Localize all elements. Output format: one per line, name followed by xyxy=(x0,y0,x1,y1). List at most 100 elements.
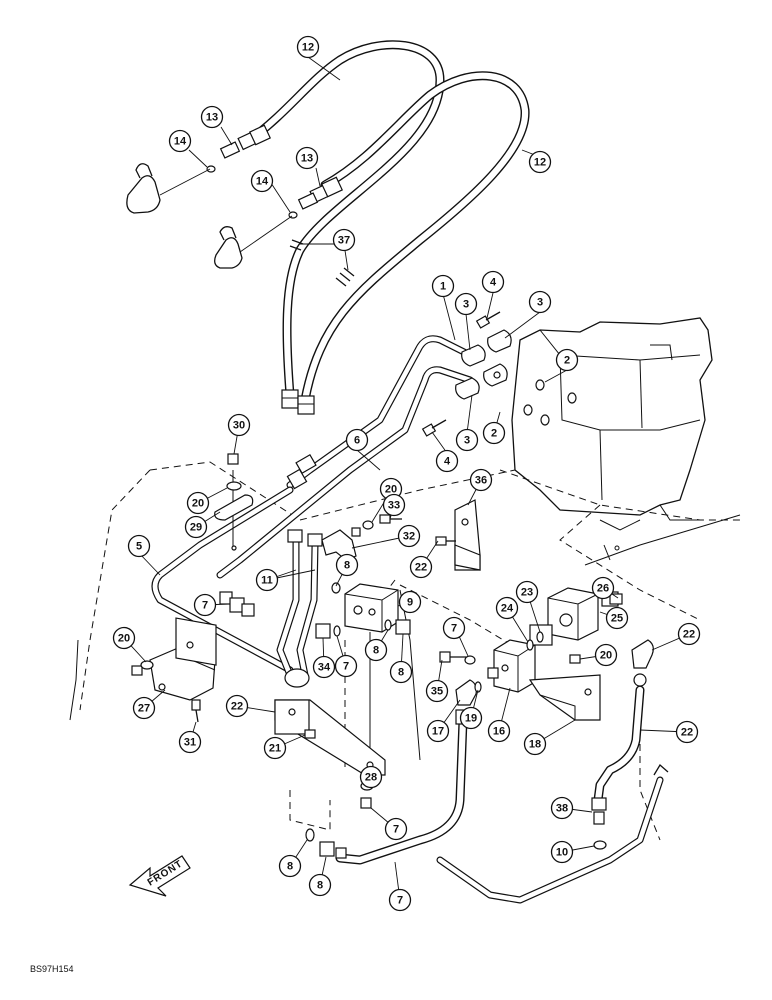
callout-32: 32 xyxy=(397,524,421,548)
callout-label: 29 xyxy=(190,522,202,534)
tube-5 xyxy=(151,486,294,674)
callout-label: 37 xyxy=(338,235,350,247)
callout-label: 2 xyxy=(491,428,497,440)
callout-circle xyxy=(225,694,249,718)
callout-label: 20 xyxy=(600,650,612,662)
callout-circle xyxy=(263,736,287,760)
callout-label: 20 xyxy=(385,484,397,496)
callout-circle xyxy=(523,732,547,756)
callout-circle xyxy=(312,655,336,679)
hose-15 xyxy=(335,709,471,865)
callout-37: 37 xyxy=(332,228,356,252)
callout-13: 13 xyxy=(295,146,319,170)
callout-circle xyxy=(112,626,136,650)
callout-label: 18 xyxy=(529,739,541,751)
callout-circle xyxy=(389,660,413,684)
callout-circle xyxy=(487,719,511,743)
bottom-fittings xyxy=(305,828,607,859)
small-bolts xyxy=(131,514,623,809)
callout-33: 33 xyxy=(382,493,406,517)
callout-label: 34 xyxy=(318,662,331,674)
callout-7: 7 xyxy=(442,616,466,640)
flange-3 xyxy=(455,329,512,400)
callout-36: 36 xyxy=(469,468,493,492)
callout-8: 8 xyxy=(364,638,388,662)
callout-3: 3 xyxy=(454,292,478,316)
callout-22: 22 xyxy=(225,694,249,718)
tube-11 xyxy=(276,536,319,679)
fitting-13-upper xyxy=(219,124,344,210)
callout-23: 23 xyxy=(515,580,539,604)
callout-circle xyxy=(469,468,493,492)
callout-label: 4 xyxy=(490,277,497,289)
callout-circle xyxy=(495,596,519,620)
machine-frame-outline xyxy=(69,461,741,841)
callout-8: 8 xyxy=(389,660,413,684)
callout-circle xyxy=(278,854,302,878)
callout-circle xyxy=(255,568,279,592)
callout-label: 7 xyxy=(451,623,457,635)
callout-circle xyxy=(675,720,699,744)
front-direction-arrow: FRONT xyxy=(128,855,191,897)
callout-label: 7 xyxy=(343,661,349,673)
callout-label: 22 xyxy=(231,701,243,713)
callout-14: 14 xyxy=(168,129,192,153)
callout-circle xyxy=(308,873,332,897)
callout-label: 38 xyxy=(556,803,568,815)
callout-8: 8 xyxy=(335,553,359,577)
bracket-31 xyxy=(149,617,217,701)
callout-circle xyxy=(364,638,388,662)
callout-label: 5 xyxy=(136,541,142,553)
callout-20: 20 xyxy=(112,626,136,650)
callout-label: 6 xyxy=(354,435,360,447)
callout-9: 9 xyxy=(398,590,422,614)
hose-12-rear xyxy=(245,40,445,400)
callout-label: 3 xyxy=(537,297,543,309)
callout-10: 10 xyxy=(550,840,574,864)
elbow-fitting-outline xyxy=(126,163,293,269)
drawing-code: BS97H154 xyxy=(30,964,74,974)
callout-circle xyxy=(425,679,449,703)
callout-4: 4 xyxy=(481,270,505,294)
bolt-4 xyxy=(421,311,501,437)
callout-label: 16 xyxy=(493,726,505,738)
callout-label: 7 xyxy=(202,600,208,612)
callout-18: 18 xyxy=(523,732,547,756)
callout-label: 3 xyxy=(464,435,470,447)
callout-label: 24 xyxy=(501,603,514,615)
callout-label: 26 xyxy=(597,583,609,595)
callout-label: 22 xyxy=(415,562,427,574)
callout-label: 13 xyxy=(301,153,313,165)
callout-label: 14 xyxy=(174,136,187,148)
callout-7: 7 xyxy=(388,888,412,912)
hose-sleeve-37 xyxy=(289,239,355,287)
callout-label: 1 xyxy=(440,281,446,293)
callout-circle xyxy=(384,817,408,841)
callout-circle xyxy=(186,491,210,515)
callout-label: 8 xyxy=(317,880,323,892)
callout-label: 8 xyxy=(344,560,350,572)
valve-fittings-23-24 xyxy=(487,631,544,679)
callout-label: 21 xyxy=(269,743,281,755)
callout-circle xyxy=(482,421,506,445)
callout-label: 8 xyxy=(398,667,404,679)
callout-label: 23 xyxy=(521,587,533,599)
callout-7: 7 xyxy=(193,593,217,617)
callout-circle xyxy=(431,274,455,298)
callout-8: 8 xyxy=(308,873,332,897)
callout-circle xyxy=(359,765,383,789)
callout-circle xyxy=(168,129,192,153)
callout-label: 10 xyxy=(556,847,568,859)
callout-20: 20 xyxy=(594,643,618,667)
callout-3: 3 xyxy=(528,290,552,314)
callout-label: 14 xyxy=(256,176,269,188)
callout-3: 3 xyxy=(455,428,479,452)
callout-label: 27 xyxy=(138,703,150,715)
callout-2: 2 xyxy=(482,421,506,445)
callout-circle xyxy=(442,616,466,640)
callout-label: 11 xyxy=(261,575,273,587)
callout-label: 35 xyxy=(431,686,443,698)
tube-1 xyxy=(286,335,474,489)
hose-28 xyxy=(591,685,645,825)
callout-label: 2 xyxy=(564,355,570,367)
